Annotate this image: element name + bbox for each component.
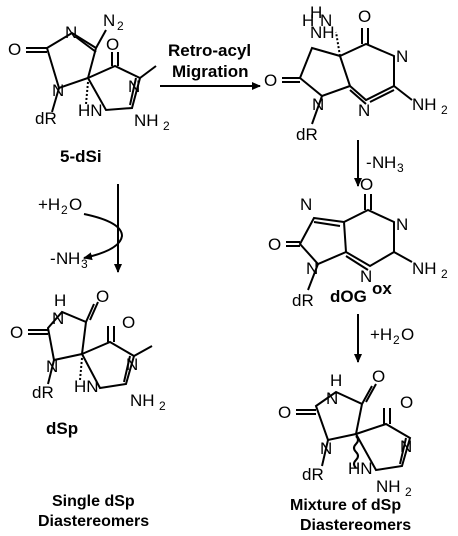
svg-text:-: - (366, 153, 372, 172)
nitrogen-atom: N (65, 23, 77, 42)
nh-group: H (54, 291, 66, 310)
caption-left-line2: Diastereomers (38, 513, 149, 530)
nh2-group: NH (412, 259, 437, 278)
hn-group: HN (74, 377, 99, 396)
curved-side-arrow (83, 213, 124, 261)
nitrogen-atom: N (52, 81, 64, 100)
subscript-2: 2 (117, 19, 124, 33)
nitrogen-atom-highlight: N (103, 11, 115, 30)
subscript-2: 2 (163, 119, 170, 133)
hydrogen-atom: H (310, 3, 322, 22)
wavy-bond (353, 435, 359, 469)
oxygen-atom: O (278, 403, 291, 422)
deoxyribose-label: dR (302, 465, 324, 484)
retro-acyl-label-line1: Retro-acyl (168, 41, 251, 60)
nitrogen-atom: N (46, 357, 58, 376)
oxygen-atom: O (358, 7, 371, 26)
svg-text:+H: +H (38, 195, 60, 214)
nh2-group: NH (412, 95, 437, 114)
caption-right-line1-visible: Mixture of dSp (290, 497, 401, 514)
molecule-dsp-left: H N O O O O N N HN NH 2 dR (10, 287, 166, 413)
svg-text:O: O (401, 325, 414, 344)
svg-text:+H: +H (370, 325, 392, 344)
nitrogen-atom: N (52, 309, 64, 328)
nitrogen-atom: N (312, 95, 324, 114)
molecule-5-dsi: O N N 2 O N N HN NH 2 dR (8, 11, 170, 133)
caption-left-line1: Single dSp (52, 493, 135, 510)
add-water-label-right: +H 3 2 O (370, 325, 414, 347)
caption-right-line2: Diastereomers (300, 517, 411, 534)
subscript-2: 2 (405, 485, 412, 499)
oxygen-atom: O (10, 323, 23, 342)
compound-label-dsp: dSp (46, 419, 78, 438)
svg-text:N: N (56, 249, 68, 268)
svg-text:O: O (69, 195, 82, 214)
svg-text:N: N (372, 153, 384, 172)
subscript-2: 2 (441, 103, 448, 117)
svg-text:3: 3 (397, 161, 404, 175)
nitrogen-atom: N (126, 355, 138, 374)
nitrogen-atom: N (300, 195, 312, 214)
nitrogen-atom: N (326, 389, 338, 408)
molecule-intermediate: NH N H H O O N N N NH 2 dR (264, 3, 448, 144)
compound-label-5-dsi: 5-dSi (60, 147, 102, 166)
subscript-2: 2 (441, 267, 448, 281)
svg-text:3: 3 (81, 257, 88, 271)
svg-text:2: 2 (61, 203, 68, 217)
nitrogen-atom: N (306, 259, 318, 278)
nitrogen-atom: N (358, 101, 370, 120)
svg-text:-: - (50, 249, 56, 268)
loss-ammonia-label-left: - N H 3 (50, 249, 88, 271)
oxygen-atom: O (400, 393, 413, 412)
molecule-dsp-right: H N O O O N N HN NH 2 dR (278, 367, 413, 499)
oxygen-atom: O (264, 71, 277, 90)
svg-text:H: H (68, 249, 80, 268)
nh2-group: NH (134, 111, 159, 130)
oxygen-atom: O (122, 313, 135, 332)
nh2-group: NH (130, 391, 155, 410)
nitrogen-atom: N (396, 47, 408, 66)
hn-group: HN (348, 459, 373, 478)
deoxyribose-label: dR (32, 383, 54, 402)
oxygen-atom: O (360, 175, 373, 194)
oxygen-atom: O (106, 35, 119, 54)
oxygen-atom: O (268, 235, 281, 254)
deoxyribose-label: dR (296, 125, 318, 144)
nitrogen-atom: N (360, 267, 372, 286)
svg-text:2: 2 (393, 333, 400, 347)
deoxyribose-label: dR (292, 291, 314, 310)
loss-ammonia-label-right: - N H 3 (366, 153, 404, 175)
retro-acyl-label-line2: Migration (172, 62, 249, 81)
svg-text:H: H (384, 153, 396, 172)
deoxyribose-label: dR (35, 109, 57, 128)
nitrogen-atom-highlight: N (320, 11, 332, 30)
hydrogen-atom: H (302, 11, 314, 30)
nh-group: NH (310, 23, 335, 42)
oxygen-atom: O (8, 40, 21, 59)
nitrogen-atom: N (396, 215, 408, 234)
nitrogen-atom: N (320, 439, 332, 458)
svg-text:dOG: dOG (330, 287, 367, 306)
nh-group: H (330, 371, 342, 390)
nitrogen-atom: N (400, 437, 412, 456)
oxygen-atom: O (372, 367, 385, 386)
add-water-label-left: +H 2 O (38, 195, 82, 217)
svg-text:ox: ox (372, 279, 392, 298)
oxygen-atom: O (96, 287, 109, 306)
compound-label-dogox: dOG ox (330, 279, 392, 306)
subscript-2: 2 (159, 399, 166, 413)
molecule-dogox: N O O N N N NH 2 dR (268, 175, 448, 310)
hn-group: HN (78, 101, 103, 120)
nh2-group: NH (376, 477, 401, 496)
nitrogen-atom: N (128, 77, 140, 96)
